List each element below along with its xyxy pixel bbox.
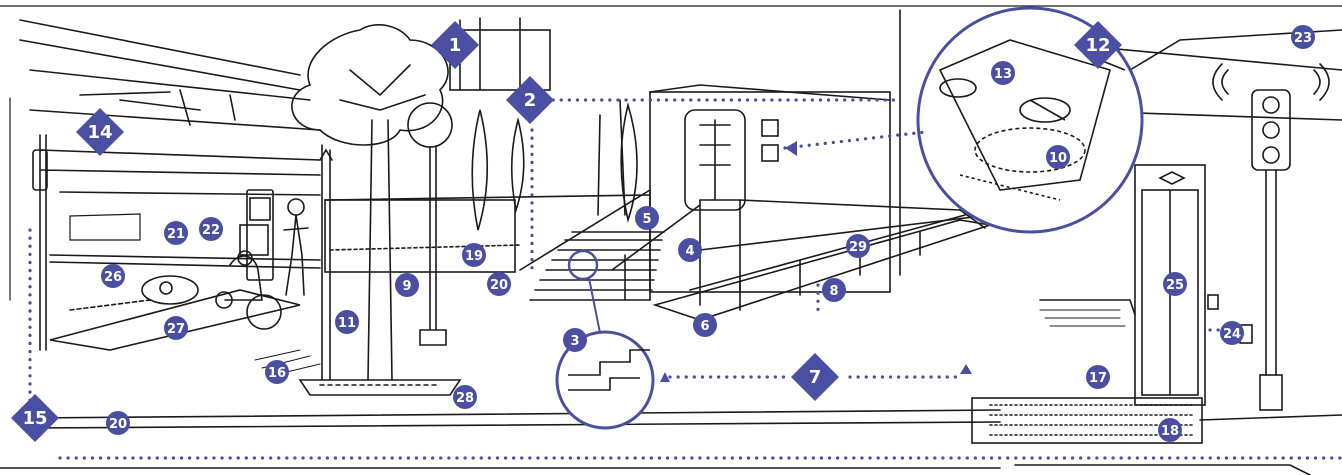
diamond-label: 14 — [87, 122, 112, 143]
circle-marker: 29 — [846, 234, 870, 258]
circle-marker: 13 — [991, 61, 1015, 85]
circle-marker: 24 — [1220, 321, 1244, 345]
circle-marker: 18 — [1158, 418, 1182, 442]
circle-marker: 21 — [164, 221, 188, 245]
circle-label: 13 — [994, 67, 1012, 82]
circle-label: 20 — [109, 417, 127, 432]
circle-marker: 3 — [563, 328, 587, 352]
circle-label: 19 — [465, 249, 483, 264]
circle-label: 27 — [167, 322, 185, 337]
background-poplars — [472, 105, 637, 230]
circle-marker: 11 — [335, 310, 359, 334]
circle-marker: 4 — [678, 238, 702, 262]
circle-label: 9 — [402, 279, 411, 294]
circle-label: 25 — [1166, 278, 1184, 293]
round-sign — [408, 103, 452, 345]
circle-label: 10 — [1049, 151, 1067, 166]
diamond-label: 12 — [1085, 35, 1110, 56]
circle-label: 23 — [1294, 31, 1312, 46]
diamond-label: 1 — [449, 35, 462, 56]
ground-hatching — [255, 310, 1125, 376]
circle-label: 26 — [104, 270, 122, 285]
curb-and-paving — [0, 398, 1342, 475]
circle-label: 24 — [1223, 327, 1241, 342]
circle-marker: 16 — [265, 360, 289, 384]
diamond-label: 7 — [809, 367, 822, 388]
circle-marker: 28 — [453, 385, 477, 409]
street-tree — [292, 25, 460, 395]
circle-marker: 20 — [487, 272, 511, 296]
ramp — [655, 200, 990, 320]
standing-person — [284, 199, 308, 295]
center-building — [325, 18, 890, 292]
circle-label: 20 — [490, 278, 508, 293]
circle-label: 18 — [1161, 424, 1179, 439]
leader-arrowheads — [660, 141, 972, 382]
circle-marker: 10 — [1046, 145, 1070, 169]
circle-label: 29 — [849, 240, 867, 255]
circle-marker: 6 — [693, 313, 717, 337]
circle-label: 16 — [268, 366, 286, 381]
circle-marker: 19 — [462, 243, 486, 267]
circle-label: 6 — [700, 319, 709, 334]
lamp-post-left — [33, 135, 47, 350]
diamond-label: 15 — [22, 408, 47, 429]
circle-label: 4 — [685, 244, 694, 259]
circle-marker: 22 — [199, 217, 223, 241]
diamond-marker: 1 — [431, 21, 479, 69]
circle-marker: 25 — [1163, 272, 1187, 296]
circle-marker: 5 — [635, 206, 659, 230]
circle-label: 21 — [167, 227, 185, 242]
circle-label: 3 — [570, 334, 579, 349]
circle-label: 11 — [338, 316, 356, 331]
circle-label: 22 — [202, 223, 220, 238]
stairs — [520, 190, 700, 300]
diamond-marker: 15 — [11, 394, 59, 442]
circle-marker: 20 — [106, 411, 130, 435]
line-art — [0, 6, 1342, 475]
circle-marker: 23 — [1291, 25, 1315, 49]
height-post — [320, 145, 332, 380]
circle-marker: 26 — [101, 264, 125, 288]
diamond-marker: 2 — [506, 76, 554, 124]
circle-label: 5 — [642, 212, 651, 227]
circle-label: 28 — [456, 391, 474, 406]
circle-marker: 8 — [822, 278, 846, 302]
circle-marker: 27 — [164, 316, 188, 340]
circle-label: 8 — [829, 284, 838, 299]
circle-marker: 9 — [395, 273, 419, 297]
diamond-marker: 7 — [791, 353, 839, 401]
circle-marker: 17 — [1086, 365, 1110, 389]
circle-label: 17 — [1089, 371, 1107, 386]
diamond-label: 2 — [524, 90, 537, 111]
